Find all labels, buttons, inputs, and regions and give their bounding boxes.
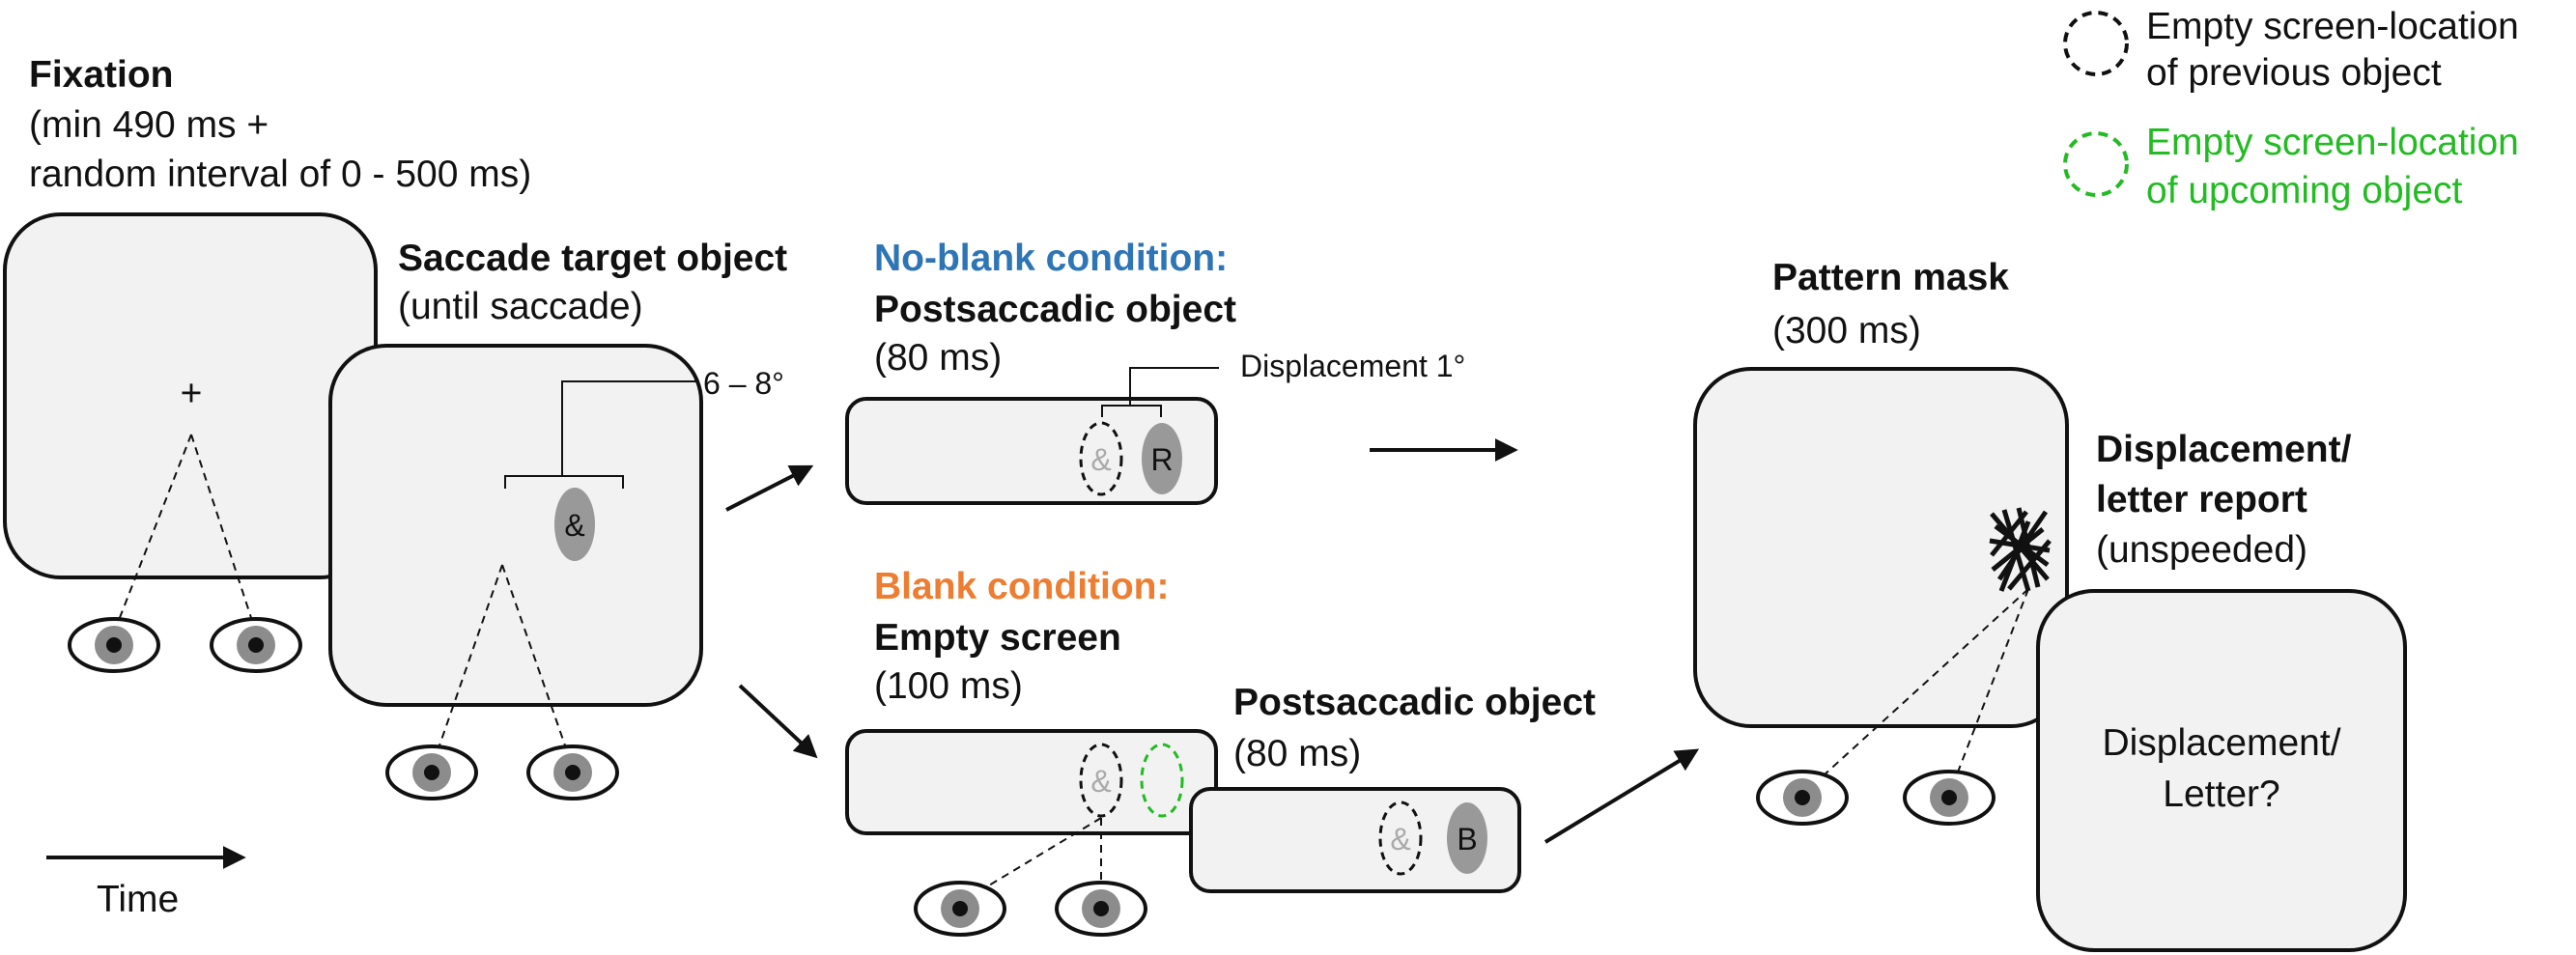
saccade-target-object [554,488,595,561]
no-blank-duration: (80 ms) [874,337,1002,379]
mask-duration: (300 ms) [1772,310,1921,351]
saccade-target-object-symbol: & [564,508,584,543]
fixation-duration-line2: random interval of 0 - 500 ms) [29,154,531,195]
blank-previous-symbol: & [1090,764,1111,799]
blank-post-previous-location [1378,801,1423,876]
pattern-mask-icon [1989,507,2052,592]
mask-left-eye-icon [1756,770,1849,826]
legend-green-line1: Empty screen-location [2146,122,2519,163]
mask-screen [1693,367,2069,728]
report-title-line2: letter report [2096,479,2307,520]
legend-black-line1: Empty screen-location [2146,6,2519,47]
mask-title: Pattern mask [1772,257,2009,298]
blank-right-eye-icon [1055,881,1147,937]
blank-post-screen [1189,787,1521,893]
fixation-left-eye-icon [68,617,160,673]
arrow-to-no-blank [725,464,814,512]
legend-green-dashed-circle [2063,131,2129,197]
legend: Empty screen-location of previous object… [2063,6,2519,211]
no-blank-previous-symbol: & [1090,442,1111,477]
no-blank-screen [845,397,1218,505]
report-question-line2: Letter? [2163,773,2279,815]
saccade-target-title: Saccade target object [398,238,787,279]
blank-post-object-letter: B [1457,822,1477,857]
fixation-duration-line1: (min 490 ms + [29,104,269,146]
report-title-line1: Displacement/ [2096,429,2352,470]
no-blank-object [1142,423,1182,494]
blank-duration: (100 ms) [874,665,1023,707]
saccade-left-eye-icon [385,744,478,801]
fixation-cross: + [181,373,203,414]
saccade-right-eye-icon [526,744,619,801]
report-duration: (unspeeded) [2096,529,2307,571]
arrow-to-blank [738,684,818,759]
no-blank-object-letter: R [1150,442,1173,477]
blank-screen [845,729,1218,835]
blank-title: Empty screen [874,617,1121,659]
mask-right-eye-icon [1903,770,1996,826]
fixation-right-eye-icon [210,617,302,673]
no-blank-title: Postsaccadic object [874,289,1236,330]
blank-post-title: Postsaccadic object [1233,682,1596,723]
no-blank-condition-label: No-blank condition: [874,238,1228,279]
report-question-line1: Displacement/ [2102,722,2340,764]
report-screen [2036,589,2407,952]
blank-left-eye-icon [914,881,1006,937]
blank-upcoming-location [1140,743,1184,818]
fixation-title: Fixation [29,54,174,96]
arrow-blank-to-mask [1543,748,1700,844]
legend-black-dashed-circle [2063,11,2129,76]
saccade-angle-label: 6 – 8° [703,366,784,401]
blank-condition-label: Blank condition: [874,566,1170,607]
blank-post-previous-symbol: & [1390,822,1410,857]
no-blank-previous-location [1079,421,1123,496]
no-blank-displacement-label: Displacement 1° [1240,349,1465,383]
blank-post-object [1447,802,1487,874]
legend-black-line2: of previous object [2146,52,2442,94]
saccade-target-duration: (until saccade) [398,286,643,327]
blank-previous-location [1079,743,1123,818]
saccade-target-screen [328,344,703,707]
blank-post-duration: (80 ms) [1233,733,1361,774]
legend-green-line2: of upcoming object [2146,170,2463,211]
time-label: Time [97,879,179,920]
